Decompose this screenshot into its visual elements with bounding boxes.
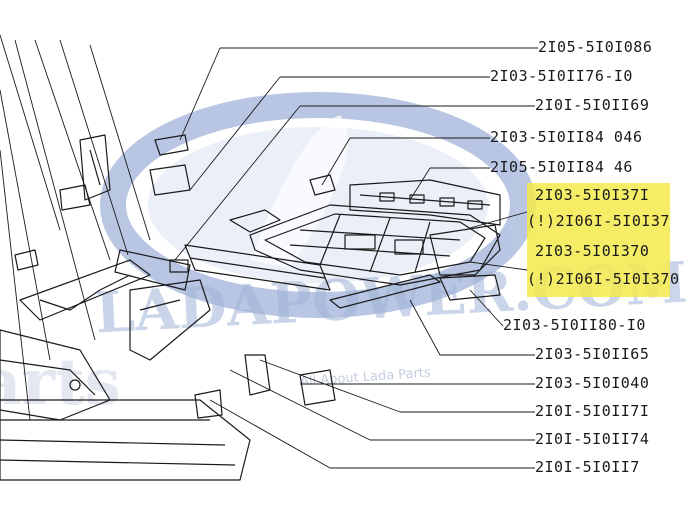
leader-lines <box>0 34 538 469</box>
part-label: 2I03-5I0I040 <box>535 374 650 392</box>
sill-strip <box>329 274 441 309</box>
part-label-highlighted: (!)2I06I-5I0I370 <box>527 270 680 288</box>
rear-crossmember <box>349 179 501 226</box>
part-label: 2I0I-5I0II74 <box>535 430 650 448</box>
parts-diagram-page: LADAPOWER.COM arts All About Lada Parts <box>0 34 689 481</box>
part-label-highlighted: (!)2I06I-5I0I37 <box>527 212 670 230</box>
part-label: 2I05-5I0II84 46 <box>490 158 633 176</box>
watermark-layer <box>100 92 536 318</box>
hardware-pieces <box>14 249 336 419</box>
watermark-shadow-text: arts <box>0 345 121 420</box>
front-floor-rails <box>0 134 211 421</box>
part-label: 2I0I-5I0II7I <box>535 402 650 420</box>
small-brackets <box>149 134 336 233</box>
part-label-highlighted: 2I03-5I0I370 <box>535 242 650 260</box>
highlight-box <box>527 183 670 297</box>
floor-side-member <box>114 244 331 291</box>
part-label-highlighted: 2I03-5I0I37I <box>535 186 650 204</box>
exploded-view-drawing <box>0 34 538 481</box>
part-label: 2I0I-5I0II7 <box>535 458 640 476</box>
part-label: 2I03-5I0II80-I0 <box>503 316 646 334</box>
rear-side-bracket <box>429 224 501 301</box>
part-label: 2I03-5I0II84 046 <box>490 128 643 146</box>
part-label: 2I03-5I0II65 <box>535 345 650 363</box>
lada-logo-watermark <box>100 92 536 318</box>
floor-tunnel <box>0 399 251 481</box>
part-label: 2I03-5I0II76-I0 <box>490 67 633 85</box>
part-label: 2I0I-5I0II69 <box>535 96 650 114</box>
part-label: 2I05-5I0I086 <box>538 38 653 56</box>
